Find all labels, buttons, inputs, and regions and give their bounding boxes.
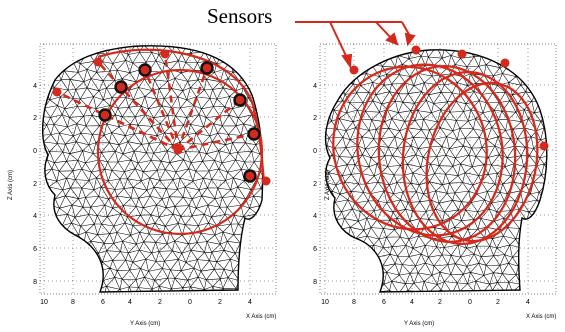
y-tick-label: 0 xyxy=(313,148,317,155)
x-tick-label: 2 xyxy=(438,299,442,306)
mesh-triangles xyxy=(28,42,278,298)
sensor-dot xyxy=(350,66,359,75)
x-tick-label: 10 xyxy=(40,299,48,306)
y-tick-label: 8 xyxy=(33,279,37,286)
x-tick-label: 4 xyxy=(248,299,252,306)
x-tick-label: 4 xyxy=(128,299,132,306)
left-head-mesh xyxy=(28,42,278,298)
sensor-dot-ringed xyxy=(140,65,151,76)
y-tick-label: 4 xyxy=(313,83,317,90)
y-tick-label: 6 xyxy=(33,246,37,253)
sensor-pointer-arrows xyxy=(295,22,414,66)
sensor-dot xyxy=(501,59,510,68)
x-tick-label: 0 xyxy=(188,299,192,306)
y-tick-label: 2 xyxy=(33,181,37,188)
left-head-panel: 4 2 0 2 4 6 8 10 8 6 4 2 0 2 4 Z Axis (cm) Y Axis (cm)… xyxy=(8,42,278,327)
x-tick-label: 0 xyxy=(468,299,472,306)
x-tick-label: 4 xyxy=(410,299,414,306)
sensor-dot xyxy=(262,177,271,186)
x-tick-label: 8 xyxy=(352,299,356,306)
sensor-dot xyxy=(458,50,467,59)
left-x-axis-label-2: X Axis (cm) xyxy=(246,314,276,320)
sensor-dot-ringed xyxy=(202,63,213,74)
x-tick-label: 2 xyxy=(158,299,162,306)
sensor-dot xyxy=(161,50,170,59)
x-tick-label: 4 xyxy=(526,299,530,306)
x-tick-label: 6 xyxy=(101,299,105,306)
sensor-dot xyxy=(53,88,62,97)
right-y-axis-label: Z Axis (cm) xyxy=(325,170,331,200)
y-tick-label: 0 xyxy=(33,148,37,155)
y-tick-label: 4 xyxy=(313,213,317,220)
sensor-dot-ringed xyxy=(235,95,246,106)
sensor-dot xyxy=(540,142,549,151)
sensor-dot-ringed xyxy=(116,82,127,93)
x-tick-label: 2 xyxy=(218,299,222,306)
y-tick-label: 2 xyxy=(313,115,317,122)
x-tick-label: 6 xyxy=(382,299,386,306)
source-center-dot xyxy=(174,146,183,155)
right-x-axis-label-1: Y Axis (cm) xyxy=(404,321,434,327)
x-tick-label: 8 xyxy=(71,299,75,306)
x-tick-label: 2 xyxy=(496,299,500,306)
sensor-dot-ringed xyxy=(100,110,111,121)
sensor-dot xyxy=(412,46,421,55)
sensor-dot-ringed xyxy=(249,129,260,140)
left-x-axis-label-1: Y Axis (cm) xyxy=(130,321,160,327)
y-tick-label: 2 xyxy=(33,115,37,122)
x-tick-label: 10 xyxy=(321,299,329,306)
y-tick-label: 4 xyxy=(33,213,37,220)
right-x-axis-label-2: X Axis (cm) xyxy=(526,314,556,320)
sensor-dot-ringed xyxy=(245,171,256,182)
y-tick-label: 4 xyxy=(33,83,37,90)
right-head-panel: 4 2 0 2 4 6 8 10 8 6 4 2 0 2 4 Z Axis (cm) Y Axis (cm)… xyxy=(308,44,565,327)
sensor-dot xyxy=(94,58,103,67)
y-tick-label: 6 xyxy=(313,246,317,253)
y-tick-label: 8 xyxy=(313,279,317,286)
y-tick-label: 2 xyxy=(313,181,317,188)
left-y-axis-label: Z Axis (cm) xyxy=(8,170,14,200)
sensors-label: Sensors xyxy=(207,4,272,28)
